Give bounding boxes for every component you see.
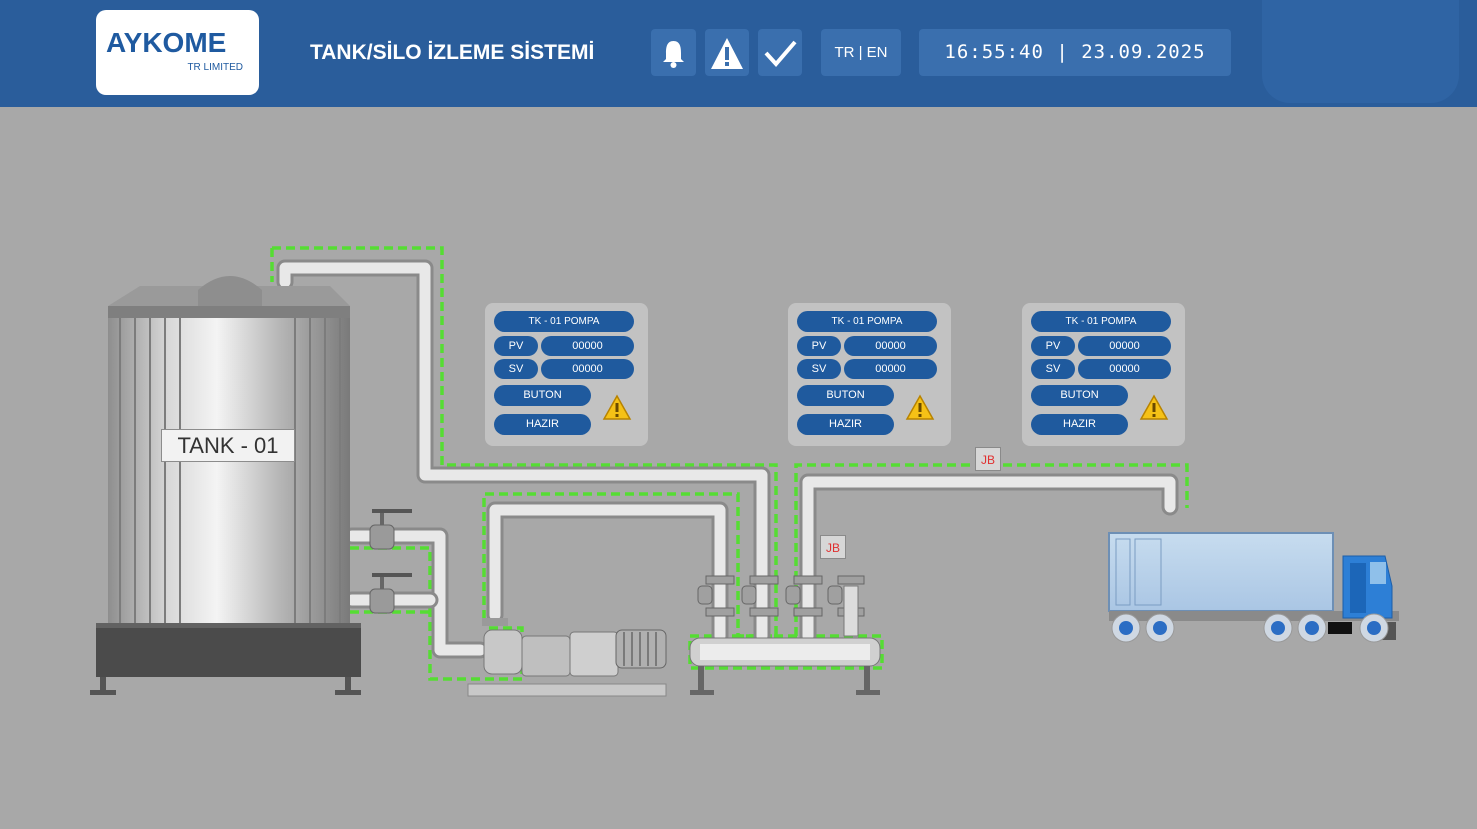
pump-motor (467, 618, 667, 697)
junction-box-2[interactable]: JB (820, 535, 846, 559)
panel-title: TK - 01 POMPA (494, 311, 634, 332)
pump-panel-1: TK - 01 POMPA PV 00000 SV 00000 BUTON HA… (485, 303, 648, 446)
panel-button[interactable]: BUTON (1031, 385, 1128, 406)
sv-label: SV (797, 359, 841, 379)
tank-label: TANK - 01 (161, 429, 295, 462)
junction-box-1[interactable]: JB (975, 447, 1001, 471)
panel-title: TK - 01 POMPA (1031, 311, 1171, 332)
panel-title: TK - 01 POMPA (797, 311, 937, 332)
status-ready-button[interactable]: HAZIR (797, 414, 894, 435)
warning-icon (711, 38, 743, 69)
acknowledge-button[interactable] (758, 29, 802, 76)
panel-button[interactable]: BUTON (494, 385, 591, 406)
alarm-icon[interactable] (601, 393, 633, 425)
pv-label: PV (797, 336, 841, 356)
logo-brand: AYKOME (106, 27, 227, 58)
datetime-display: 16:55:40 | 23.09.2025 (919, 29, 1231, 76)
storage-tank (90, 276, 361, 695)
panel-button[interactable]: BUTON (797, 385, 894, 406)
pump-panel-3: TK - 01 POMPA PV 00000 SV 00000 BUTON HA… (1022, 303, 1185, 446)
pv-label: PV (1031, 336, 1075, 356)
manifold (689, 575, 881, 695)
tanker-truck (1108, 532, 1399, 643)
alarm-icon[interactable] (904, 393, 936, 425)
sv-value[interactable]: 00000 (1078, 359, 1171, 379)
logo-subtitle: TR LIMITED (187, 62, 243, 73)
pv-value: 00000 (844, 336, 937, 356)
sv-label: SV (1031, 359, 1075, 379)
language-toggle[interactable]: TR | EN (821, 29, 901, 76)
check-icon (764, 40, 797, 68)
sv-value[interactable]: 00000 (541, 359, 634, 379)
company-logo: AYKOME TR LIMITED (96, 10, 259, 95)
truck-wheels (1111, 613, 1389, 643)
status-ready-button[interactable]: HAZIR (494, 414, 591, 435)
status-ready-button[interactable]: HAZIR (1031, 414, 1128, 435)
pipes (276, 259, 1179, 659)
top-bar: AYKOME TR LIMITED TANK/SİLO İZLEME SİSTE… (0, 0, 1477, 107)
alarms-button[interactable] (705, 29, 749, 76)
pump-panel-2: TK - 01 POMPA PV 00000 SV 00000 BUTON HA… (788, 303, 951, 446)
outlet-valves (369, 509, 412, 614)
pv-value: 00000 (1078, 336, 1171, 356)
page-title: TANK/SİLO İZLEME SİSTEMİ (310, 41, 595, 64)
sv-value[interactable]: 00000 (844, 359, 937, 379)
sv-label: SV (494, 359, 538, 379)
header-right-box (1262, 0, 1459, 103)
notifications-button[interactable] (651, 29, 696, 76)
bell-icon (663, 41, 684, 68)
alarm-icon[interactable] (1138, 393, 1170, 425)
pv-value: 00000 (541, 336, 634, 356)
pv-label: PV (494, 336, 538, 356)
